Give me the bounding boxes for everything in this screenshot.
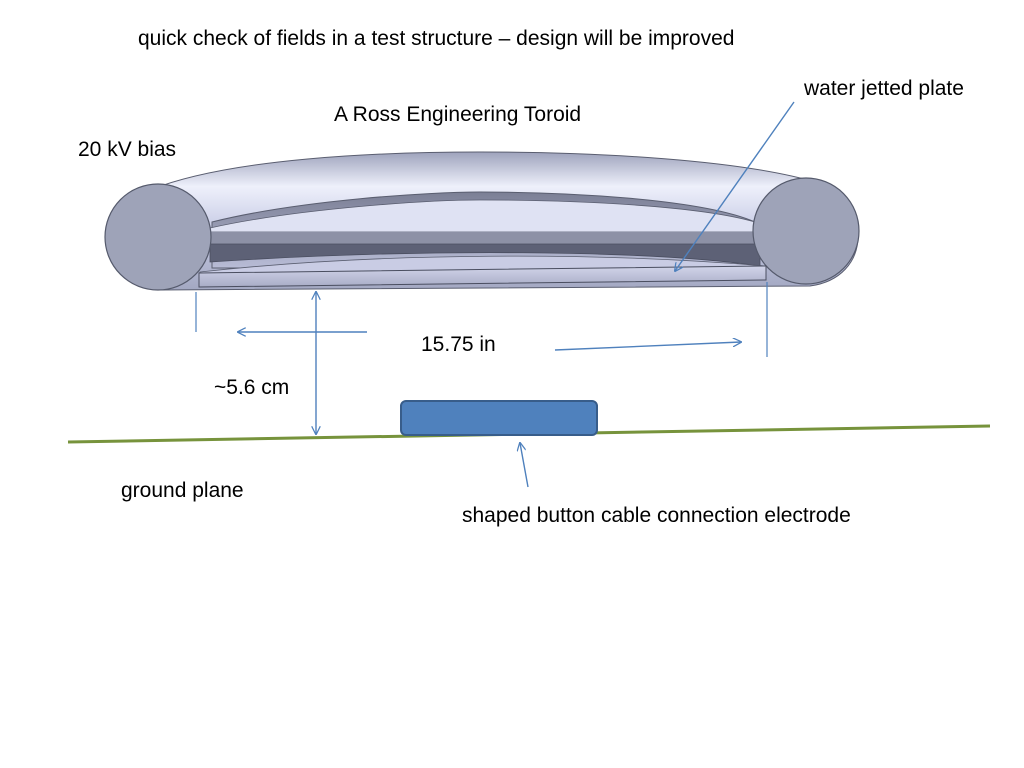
gap-label: ~5.6 cm xyxy=(214,376,290,399)
plate-edge xyxy=(198,265,767,288)
slide-title: quick check of fields in a test structur… xyxy=(138,27,735,50)
electrode-label: shaped button cable connection electrode xyxy=(462,504,851,527)
bias-label: 20 kV bias xyxy=(78,138,177,161)
button-electrode xyxy=(400,400,598,436)
toroid-label: A Ross Engineering Toroid xyxy=(334,103,582,126)
electrode-pointer-arrow xyxy=(520,443,529,488)
toroid-gap-band xyxy=(210,232,755,244)
toroid-left-cross-section xyxy=(104,183,212,291)
toroid-inner-rim xyxy=(209,199,756,233)
toroid-lower-surface xyxy=(209,243,761,267)
toroid xyxy=(104,151,860,291)
plate-label: water jetted plate xyxy=(804,77,964,100)
water-jetted-plate xyxy=(198,255,767,288)
ground-plane-label: ground plane xyxy=(121,479,244,502)
plate-pointer-arrow xyxy=(675,101,795,271)
toroid-right-cross-section xyxy=(752,177,860,285)
width-arrow-right xyxy=(554,342,741,351)
width-label: 15.75 in xyxy=(421,333,496,356)
